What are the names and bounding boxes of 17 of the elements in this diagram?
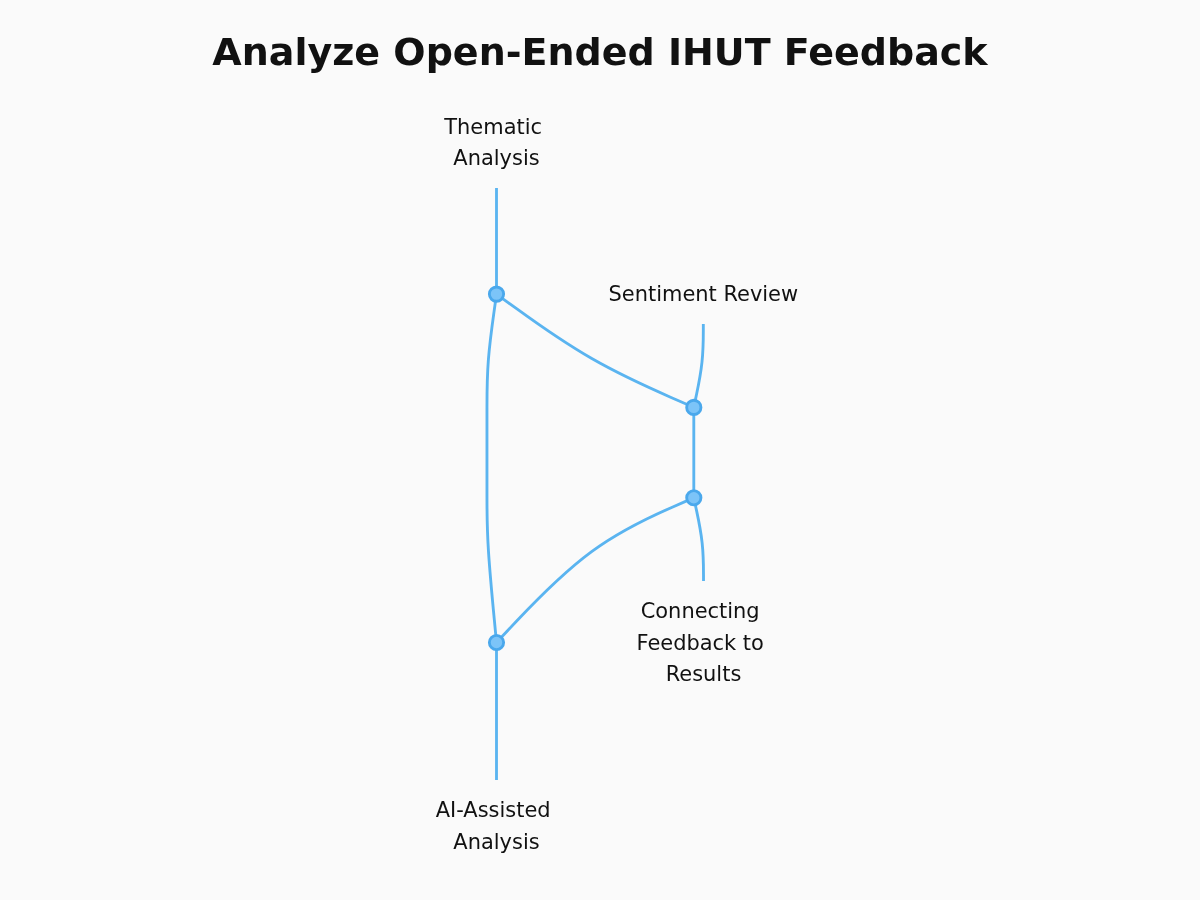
node-text: Connecting Feedback to Results [636, 599, 764, 686]
node-text: AI-Assisted Analysis [435, 798, 551, 854]
connector [485, 301, 498, 636]
node-text: Sentiment Review [608, 282, 799, 307]
node-text: Thematic Analysis [444, 114, 543, 170]
connector [693, 324, 705, 401]
connector [500, 499, 688, 639]
connector [495, 649, 498, 780]
node-circle [487, 633, 506, 652]
title: Analyze Open-Ended IHUT Feedback [211, 29, 989, 76]
connector [692, 414, 696, 491]
node-circle [487, 285, 506, 303]
connector [495, 188, 498, 287]
node-circle [685, 489, 703, 507]
node-circle [685, 398, 703, 416]
connector [501, 297, 688, 406]
connector [693, 504, 705, 582]
